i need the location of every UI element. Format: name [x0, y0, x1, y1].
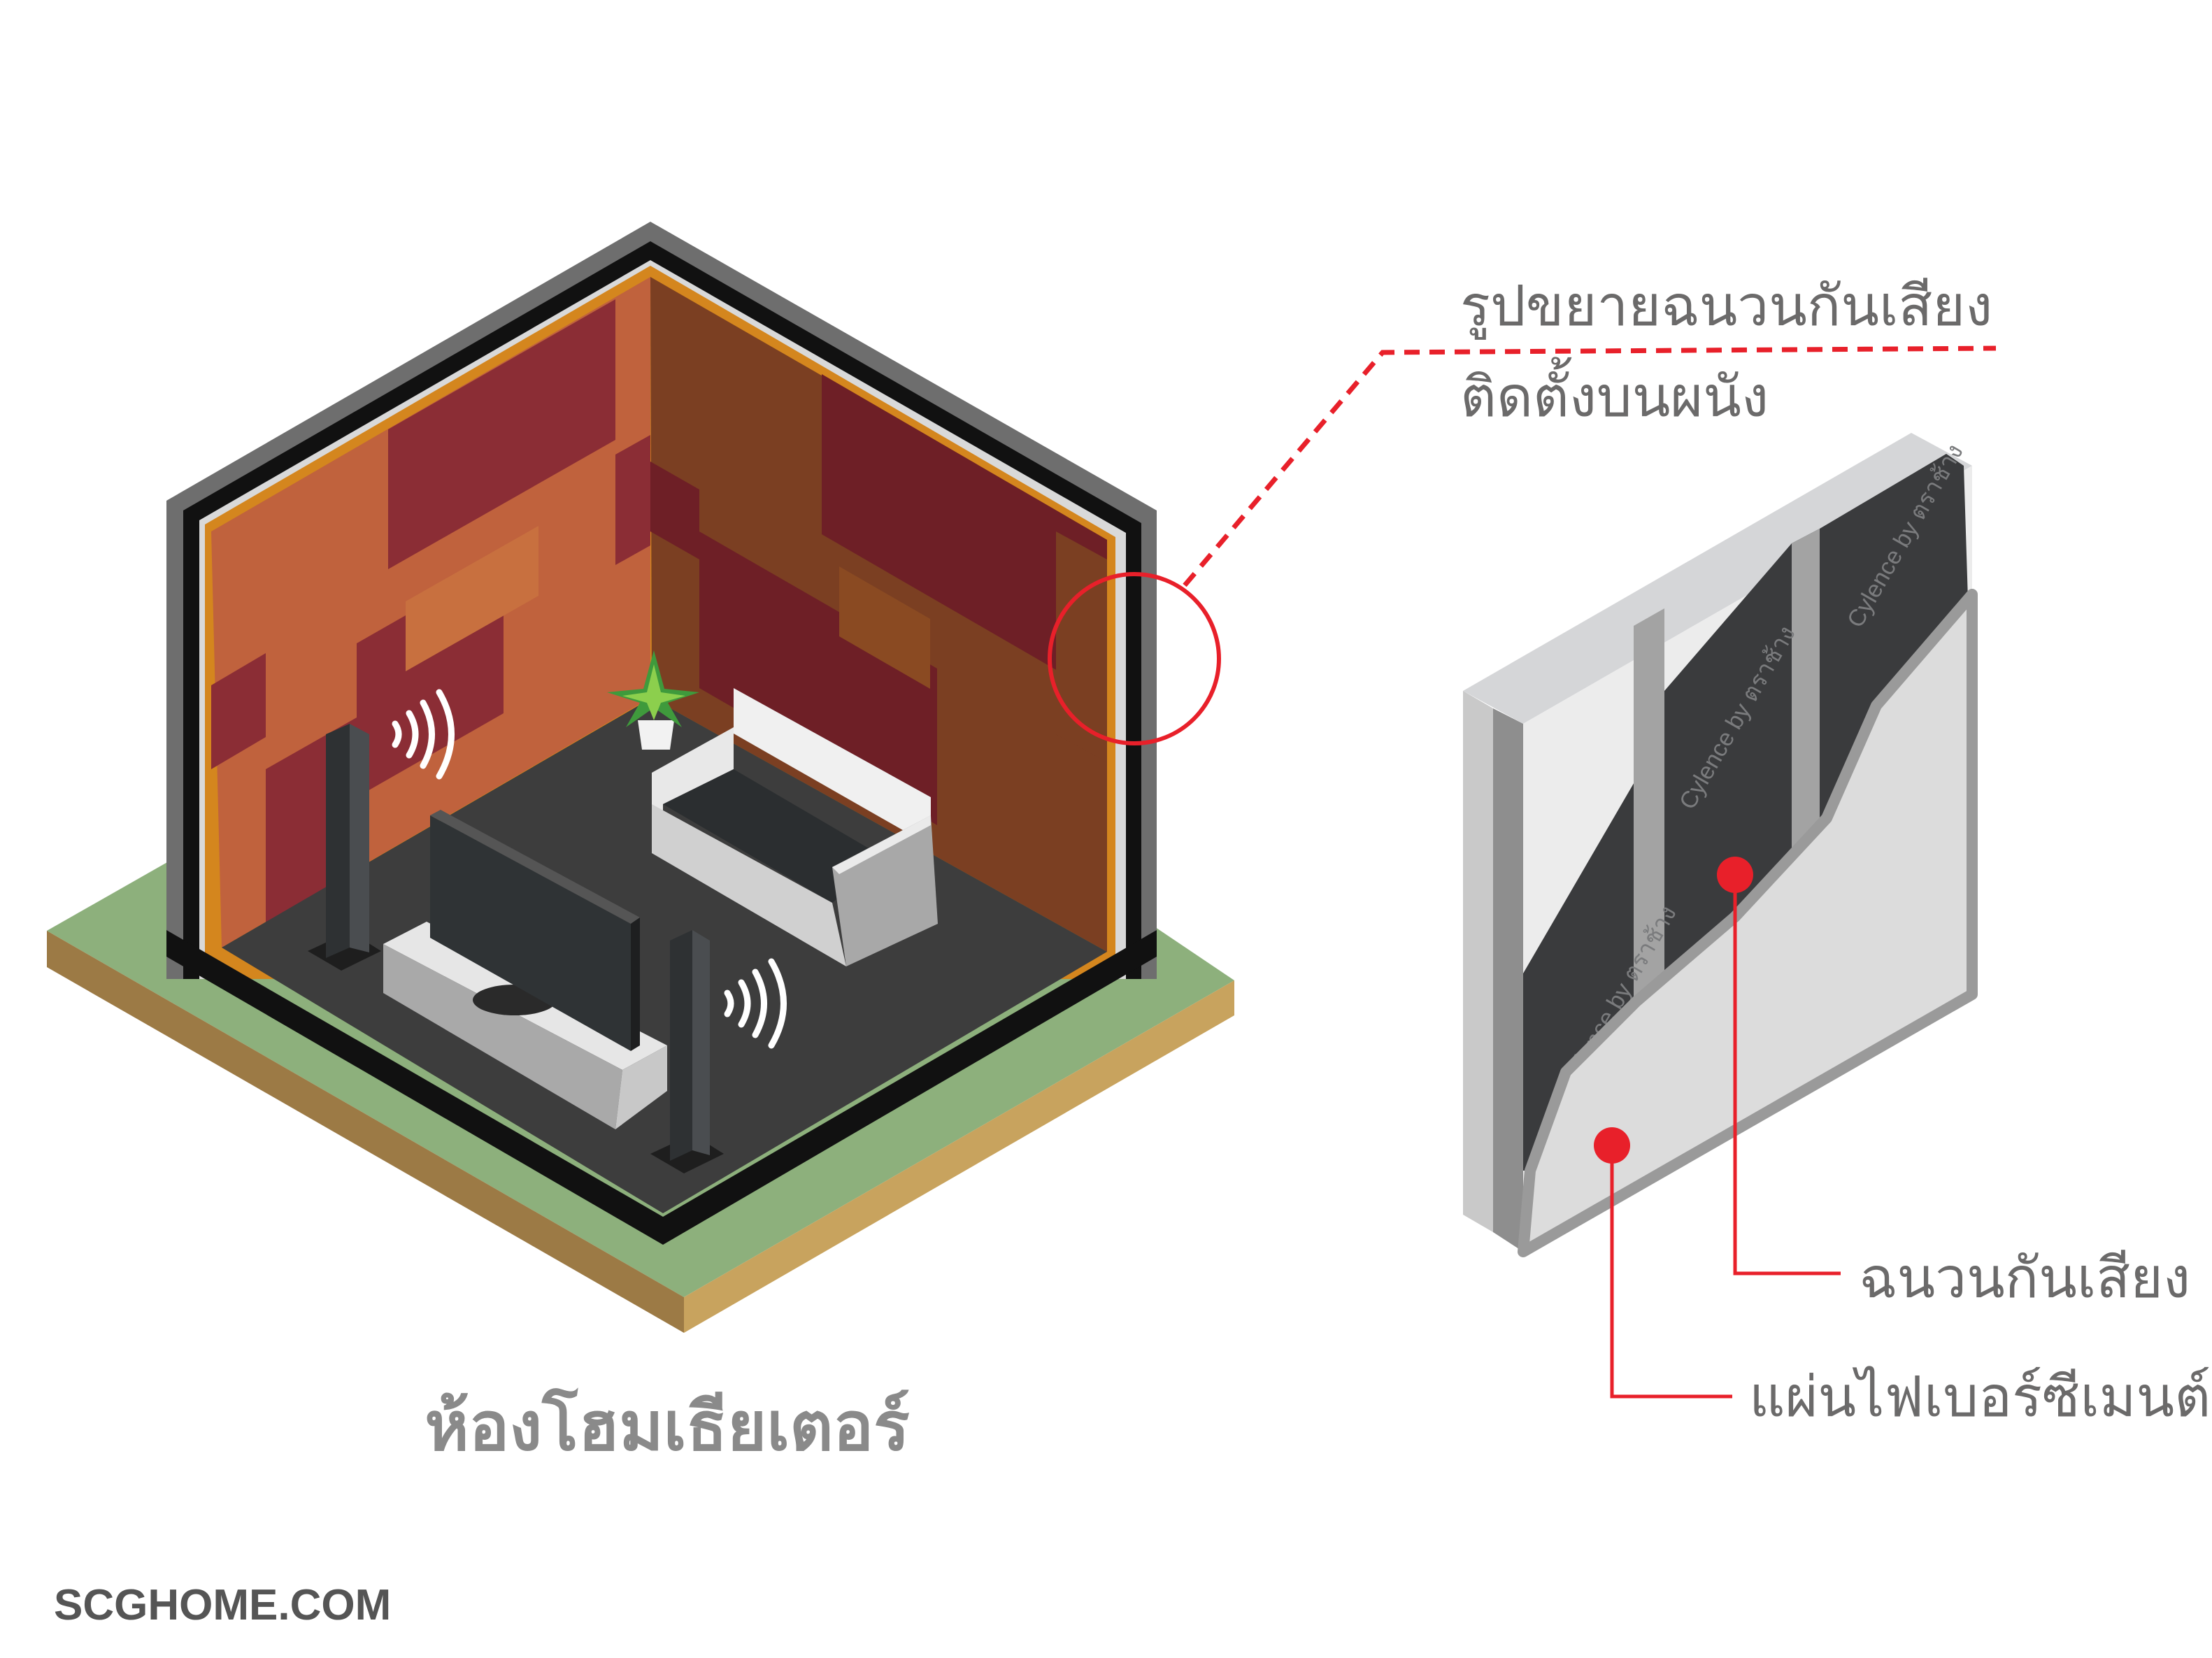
left-wall [211, 277, 650, 948]
sound-waves-icon [392, 689, 787, 1049]
insulation-label-text: ฉนวนกันเสียง [1859, 1245, 2190, 1310]
callout-leader-line [1183, 345, 1997, 587]
fiber-cement-board [1518, 589, 1978, 1257]
insulation-label: ฉนวนกันเสียง [1717, 857, 2190, 1310]
wall-section-illustration: Cylence by ตราช้าง Cylence by ตราช้าง Cy… [1463, 433, 1978, 1257]
fiber-cement-label: แผ่นไฟเบอร์ซีเมนต์ [1594, 1127, 2211, 1429]
plant [607, 650, 699, 750]
speaker-right [650, 930, 724, 1173]
callout-title-line2: ติดตั้งบนผนัง [1460, 357, 1769, 429]
callout-title-line1: รูปขยายฉนวนกันเสียง [1460, 273, 1992, 340]
room-caption: ห้องโฮมเธียเตอร์ [424, 1387, 909, 1466]
zoom-circle [1048, 572, 1221, 745]
footer-site-name: SCGHOME.COM [54, 1581, 391, 1629]
stud [1634, 608, 1664, 1024]
zoom-callout: รูปขยายฉนวนกันเสียง ติดตั้งบนผนัง [1048, 273, 1997, 745]
right-wall [650, 277, 1107, 952]
speaker-left [308, 724, 381, 971]
television [430, 810, 640, 1051]
fiber-cement-label-text: แผ่นไฟเบอร์ซีเมนต์ [1749, 1364, 2211, 1429]
home-theater-room-illustration [47, 222, 1234, 1333]
sofa [652, 688, 938, 966]
